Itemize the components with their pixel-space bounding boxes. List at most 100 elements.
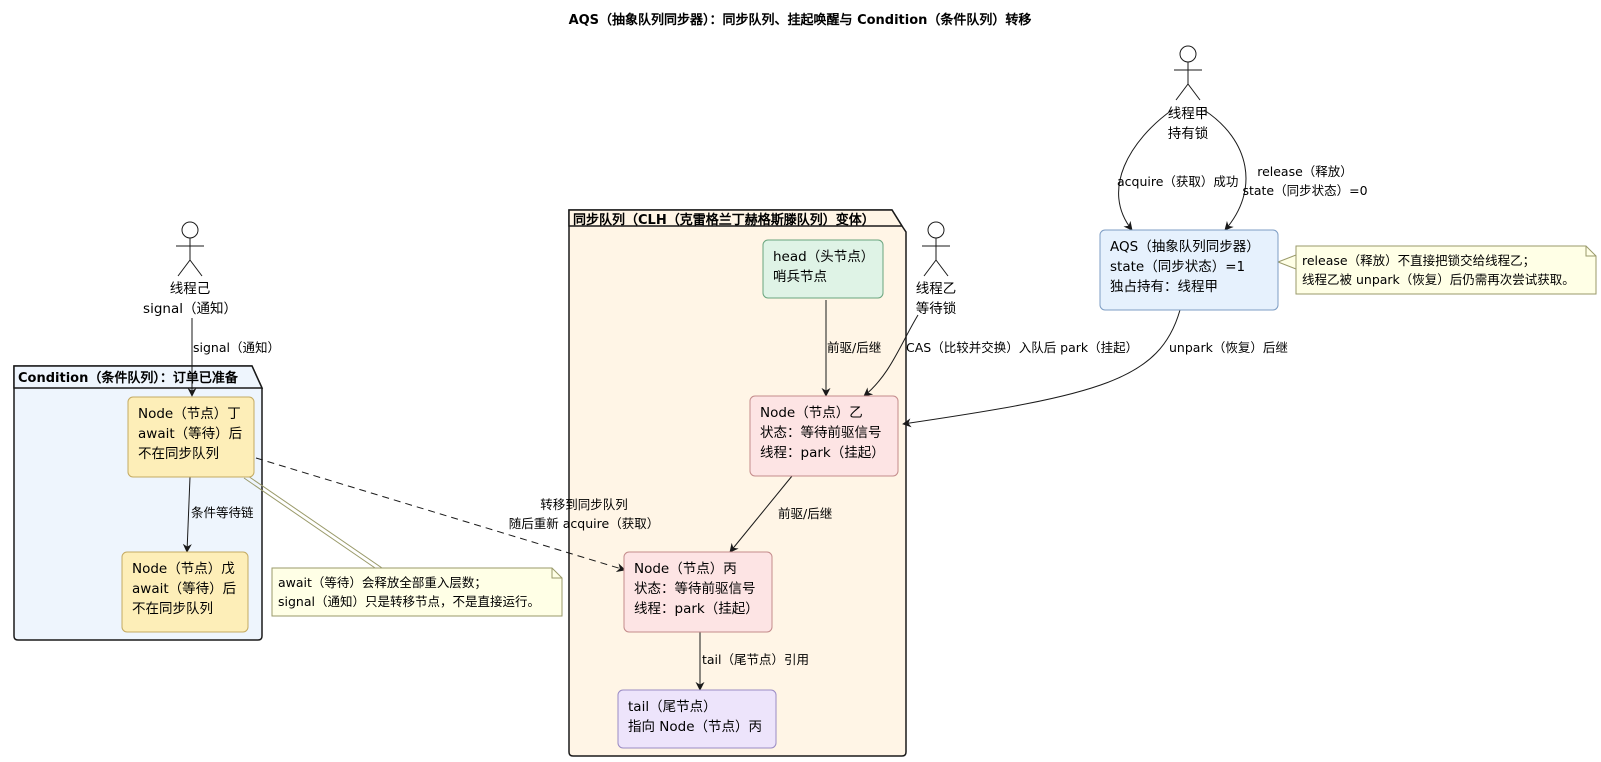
node-aqs: AQS（抽象队列同步器） state（同步状态）=1 独占持有：线程甲 [1099,229,1279,311]
node-tail-box [617,689,777,749]
node-node-d-box [127,396,255,478]
actor-b-label-line-2: 等待锁 [916,300,957,317]
edge-label-acquire-line-1: acquire（获取）成功 [1117,174,1238,189]
node-aqs-line-1: AQS（抽象队列同步器） [1110,239,1260,255]
actor-f-left-leg [177,259,191,277]
actor-f: 线程己 signal（通知） [143,221,237,317]
actor-f-label-line-2: signal（通知） [143,300,237,317]
note-await: await（等待）会释放全部重入层数； signal（通知）只是转移节点，不是直接… [271,567,563,617]
edge-label-b-c: 前驱/后继 [778,506,832,521]
notes: release（释放）不直接把锁交给线程乙； 线程乙被 unpark（恢复）后仍需… [271,245,1597,617]
edge-label-c-tail: tail（尾节点）引用 [702,652,809,667]
node-head-box [762,239,884,299]
edge-label-b-c-line-1: 前驱/后继 [778,506,832,521]
node-node-e-line-3: 不在同步队列 [132,601,213,617]
edge-label-transfer-line-2: 随后重新 acquire（获取） [509,516,659,531]
sync-queue-package-title: 同步队列（CLH（克雷格兰丁赫格斯滕队列）变体） [573,212,875,228]
node-node-b-line-3: 线程：park（挂起） [760,445,885,461]
edge-unpark [902,309,1181,428]
node-tail-line-2: 指向 Node（节点）丙 [628,719,762,735]
edge-node-d-to-node-e [182,476,192,553]
node-node-b-line-2: 状态：等待前驱信号 [760,424,882,441]
actor-a-left-leg [1175,83,1189,101]
note-release-fold [1585,246,1596,257]
edge-label-release-line-2: state（同步状态）=0 [1242,183,1367,198]
edge-label-c-tail-line-1: tail（尾节点）引用 [702,652,809,667]
note-release-line-2: 线程乙被 unpark（恢复）后仍需再次尝试获取。 [1302,272,1575,287]
edge-transfer [255,457,626,572]
node-node-b-box [749,395,899,477]
node-node-e-line-2: await（等待）后 [132,580,236,597]
actor-b-right-leg [935,259,949,277]
diagram-title: AQS（抽象队列同步器）：同步队列、挂起唤醒与 Condition（条件队列）转… [569,12,1032,28]
actor-a-label-line-2: 持有锁 [1168,126,1209,142]
edge-acquire [1118,109,1173,231]
edge-label-release-line-1: release（释放） [1257,164,1353,179]
note-release-connector [1276,254,1297,270]
node-node-d-line-3: 不在同步队列 [138,446,219,462]
edge-label-d-e-line-1: 条件等待链 [191,505,254,520]
note-release-line-1: release（释放）不直接把锁交给线程乙； [1302,253,1535,268]
actor-b-left-leg [923,259,937,277]
node-aqs-line-2: state（同步状态）=1 [1110,259,1245,275]
edge-label-head-b-line-1: 前驱/后继 [827,340,881,355]
node-node-c-line-3: 线程：park（挂起） [634,601,759,617]
edge-label-cas-line-1: CAS（比较并交换）入队后 park（挂起） [906,340,1138,355]
node-node-b-line-1: Node（节点）乙 [760,405,863,421]
note-await-line-1: await（等待）会释放全部重入层数； [278,575,487,590]
edge-label-d-e: 条件等待链 [191,505,254,520]
edge-label-unpark-line-1: unpark（恢复）后继 [1169,340,1288,355]
actor-b-label-line-1: 线程乙 [916,281,957,297]
node-node-e-line-1: Node（节点）戊 [132,561,235,577]
edge-label-release: release（释放） state（同步状态）=0 [1242,164,1367,198]
note-await-connector [243,475,383,571]
edge-label-head-b: 前驱/后继 [827,340,881,355]
edge-label-cas: CAS（比较并交换）入队后 park（挂起） [906,340,1138,355]
actor-f-right-leg [189,259,203,277]
node-node-e-box [121,551,249,633]
edge-label-signal-line-1: signal（通知） [193,340,280,355]
edge-release [1203,109,1247,231]
nodes: head（头节点）哨兵节点Node（节点）乙状态：等待前驱信号线程：park（挂… [121,229,1279,749]
actor-f-label-line-1: 线程己 [170,281,211,297]
node-head-line-2: 哨兵节点 [773,269,827,285]
node-node-c-line-2: 状态：等待前驱信号 [634,580,756,597]
edge-label-transfer-line-1: 转移到同步队列 [540,497,628,512]
edge-node-b-to-node-c [729,475,793,553]
node-node-d-line-2: await（等待）后 [138,425,242,442]
node-tail-line-1: tail（尾节点） [628,699,717,715]
actor-a-label-line-1: 线程甲 [1168,106,1209,122]
node-node-c-box [623,551,773,633]
condition-package-title: Condition（条件队列）：订单已准备 [18,370,239,386]
note-release: release（释放）不直接把锁交给线程乙； 线程乙被 unpark（恢复）后仍需… [1295,245,1597,295]
node-head-line-1: head（头节点） [773,249,874,265]
actor-a-head [1179,45,1197,63]
edge-cas-enqueue [863,314,919,397]
edge-labels: acquire（获取）成功 release（释放） state（同步状态）=0 前驱/… [191,164,1368,667]
actor-a-right-leg [1187,83,1201,101]
actor-f-head [181,221,199,239]
edge-label-acquire: acquire（获取）成功 [1117,174,1238,189]
note-await-line-2: signal（通知）只是转移节点，不是直接运行。 [278,594,540,609]
edge-label-signal: signal（通知） [193,340,280,355]
node-node-c-line-1: Node（节点）丙 [634,561,737,577]
node-tail: tail（尾节点） 指向 Node（节点）丙 [617,689,777,749]
node-node-d-line-1: Node（节点）丁 [138,406,241,422]
node-head: head（头节点） 哨兵节点 [762,239,884,299]
note-await-fold [551,568,562,579]
node-aqs-line-3: 独占持有：线程甲 [1110,279,1218,295]
edge-label-unpark: unpark（恢复）后继 [1169,340,1288,355]
note-release-box [1295,245,1597,295]
actor-b-head [927,221,945,239]
note-await-box [271,567,563,617]
node-aqs-box [1099,229,1279,311]
